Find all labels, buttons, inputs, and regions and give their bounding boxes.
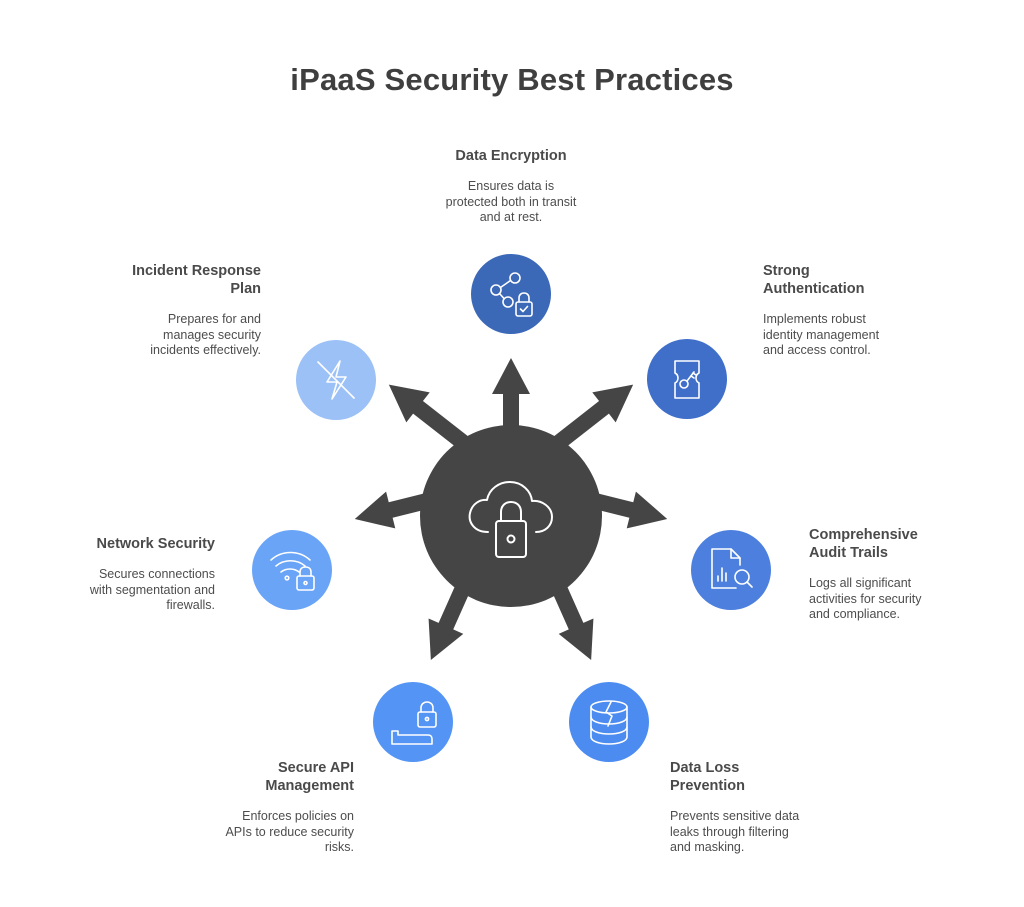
practice-description: Secures connections with segmentation an… [89, 567, 215, 612]
node-strong-authentication [647, 339, 727, 419]
node-data-encryption [471, 254, 551, 334]
practice-title: Network Security [96, 536, 215, 552]
label-data-loss-prevention: Data Loss Prevention Prevents sensitive … [670, 759, 810, 856]
practice-description: Enforces policies on APIs to reduce secu… [225, 809, 354, 854]
practice-description: Implements robust identity management an… [763, 312, 880, 357]
cloud-lock-icon [468, 481, 553, 558]
wifi-lock-icon [270, 551, 315, 591]
practice-description: Logs all significant activities for secu… [809, 576, 922, 621]
hub-circle [420, 425, 602, 607]
practice-description: Ensures data is protected both in transi… [445, 179, 577, 224]
document-search-icon [711, 548, 753, 589]
label-strong-authentication: Strong Authentication Implements robust … [763, 262, 898, 359]
practice-title: Data Loss Prevention [670, 760, 745, 794]
diagram-title: iPaaS Security Best Practices [290, 62, 734, 97]
practice-description: Prepares for and manages security incide… [150, 312, 261, 357]
label-network-security: Network Security Secures connections wit… [74, 535, 215, 614]
label-data-encryption: Data Encryption Ensures data is protecte… [441, 147, 581, 226]
label-secure-api: Secure API Management Enforces policies … [214, 759, 354, 856]
node-network-security [252, 530, 332, 610]
node-secure-api [373, 682, 453, 762]
practice-title: Comprehensive Audit Trails [809, 527, 918, 561]
practice-title: Secure API Management [265, 760, 354, 794]
node-audit-trails [691, 530, 771, 610]
share-lock-icon [490, 272, 533, 317]
no-power-icon [317, 360, 355, 400]
database-crack-icon [590, 700, 628, 745]
label-audit-trails: Comprehensive Audit Trails Logs all sign… [809, 526, 939, 623]
practice-title: Data Encryption [455, 148, 567, 164]
practice-description: Prevents sensitive data leaks through fi… [670, 809, 800, 854]
key-card-icon [674, 360, 700, 399]
api-lock-icon [391, 701, 437, 745]
label-incident-response: Incident Response Plan Prepares for and … [121, 262, 261, 359]
practice-title: Incident Response Plan [132, 263, 261, 297]
arrow-data-encryption [492, 358, 530, 480]
practice-title: Strong Authentication [763, 263, 865, 297]
